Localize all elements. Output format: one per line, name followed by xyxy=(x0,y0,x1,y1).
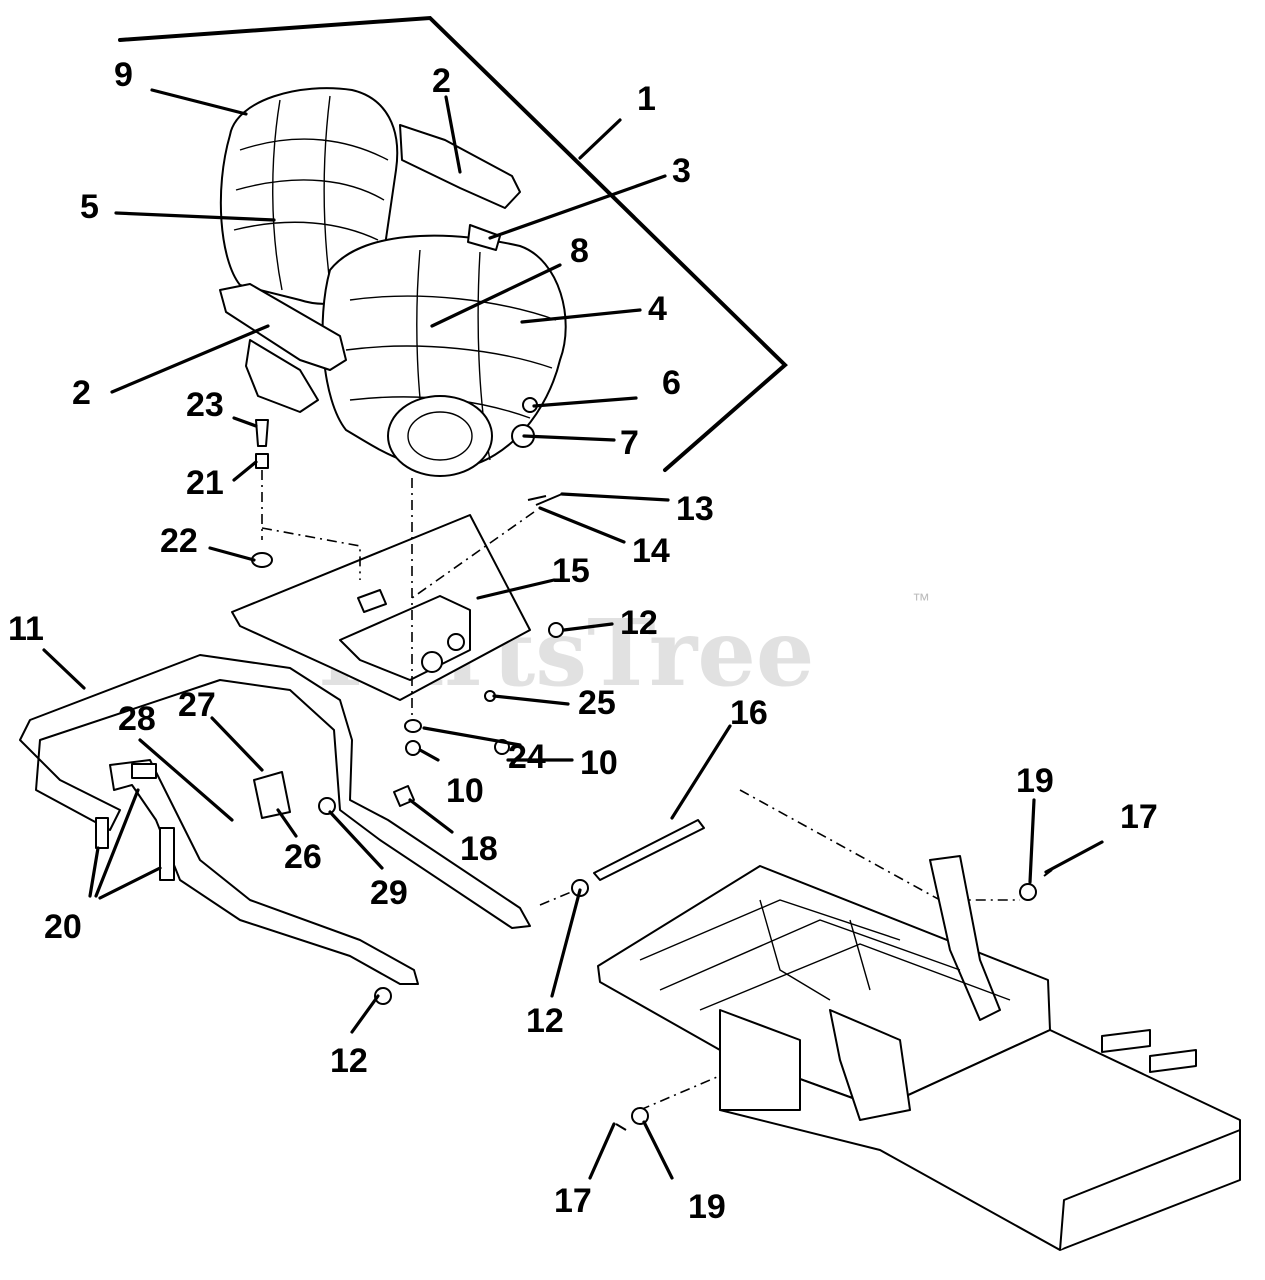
callout-16: 16 xyxy=(730,694,768,732)
callout-29: 29 xyxy=(370,874,408,912)
callout-26: 26 xyxy=(284,838,322,876)
seat-mounting-plate[interactable] xyxy=(231,514,531,701)
callout-23: 23 xyxy=(186,386,224,424)
seat-frame-tube[interactable] xyxy=(19,654,531,985)
callout-10: 10 xyxy=(580,744,618,782)
mower-chassis[interactable] xyxy=(597,855,1241,1251)
callout-27: 27 xyxy=(178,686,216,724)
callout-7: 7 xyxy=(620,424,639,462)
callout-18: 18 xyxy=(460,830,498,868)
leader-lines xyxy=(42,88,1104,1180)
callout-24: 24 xyxy=(508,738,546,776)
callout-20: 20 xyxy=(44,908,82,946)
callout-12: 12 xyxy=(526,1002,564,1040)
callout-labels: 1 2 2 3 4 5 6 7 8 9 10 10 11 12 12 12 13… xyxy=(8,56,1158,1226)
assembly-bracket xyxy=(118,15,788,472)
callout-13: 13 xyxy=(676,490,714,528)
callout-9: 9 xyxy=(114,56,133,94)
callout-14: 14 xyxy=(632,532,670,570)
callout-19: 19 xyxy=(688,1188,726,1226)
callout-2: 2 xyxy=(72,374,91,412)
callout-5: 5 xyxy=(80,188,99,226)
callout-21: 21 xyxy=(186,464,224,502)
callout-28: 28 xyxy=(118,700,156,738)
callout-12: 12 xyxy=(620,604,658,642)
control-rod[interactable] xyxy=(374,819,705,1005)
callout-15: 15 xyxy=(552,552,590,590)
callout-25: 25 xyxy=(578,684,616,722)
hardware-bolts-and-nuts[interactable] xyxy=(251,419,564,819)
callout-22: 22 xyxy=(160,522,198,560)
callout-6: 6 xyxy=(662,364,681,402)
callout-10: 10 xyxy=(446,772,484,810)
callout-2: 2 xyxy=(432,62,451,100)
callout-19: 19 xyxy=(1016,762,1054,800)
callout-17: 17 xyxy=(1120,798,1158,836)
seat-assembly[interactable] xyxy=(219,87,567,477)
callout-4: 4 xyxy=(648,290,667,328)
trademark-symbol: ™ xyxy=(912,590,930,610)
callout-3: 3 xyxy=(672,152,691,190)
callout-12: 12 xyxy=(330,1042,368,1080)
callout-8: 8 xyxy=(570,232,589,270)
callout-1: 1 xyxy=(637,80,656,118)
callout-17: 17 xyxy=(554,1182,592,1220)
callout-11: 11 xyxy=(8,610,44,648)
